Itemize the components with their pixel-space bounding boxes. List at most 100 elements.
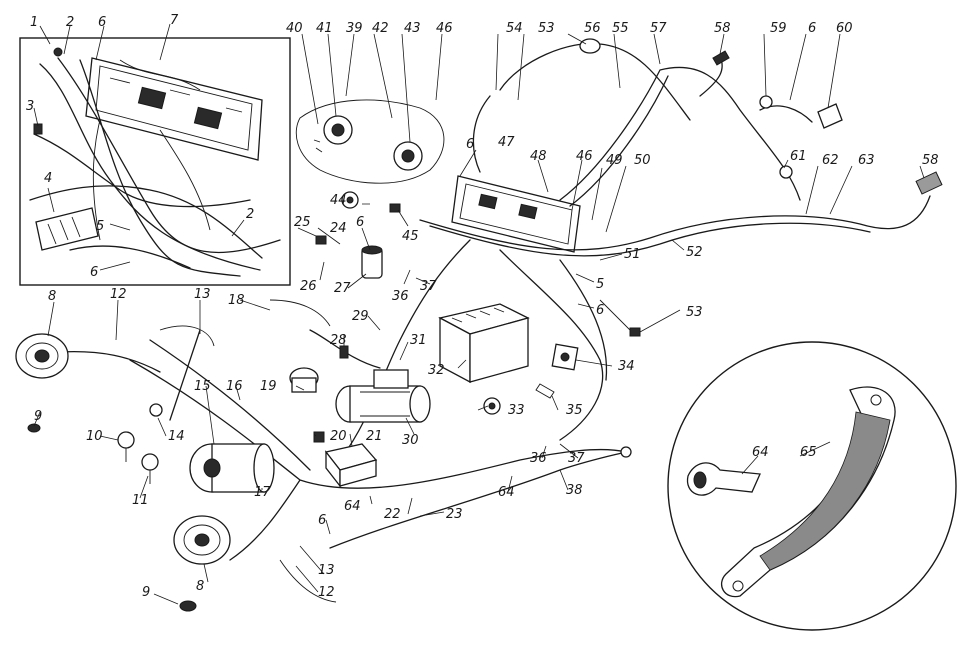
part-labels: 1 2 6 7 3 4 5 2 6 40 41 39 42 43 46 54 5… [26, 13, 939, 600]
label-5: 5 [596, 277, 604, 292]
label-37: 37 [420, 279, 437, 294]
label-9: 9 [142, 585, 150, 600]
small-components [27, 38, 943, 612]
label-15: 15 [194, 379, 211, 394]
label-47: 47 [498, 135, 515, 150]
ground-strap-detail [667, 341, 957, 631]
label-64: 64 [344, 499, 361, 514]
label-6: 6 [90, 265, 98, 280]
label-10: 10 [86, 429, 103, 444]
label-33: 33 [508, 403, 525, 418]
label-48: 48 [530, 149, 547, 164]
label-31: 31 [410, 333, 427, 348]
label-37: 37 [568, 451, 585, 466]
horn [189, 443, 275, 493]
label-12: 12 [318, 585, 335, 600]
label-22: 22 [384, 507, 401, 522]
label-58: 58 [714, 21, 731, 36]
label-62: 62 [822, 153, 839, 168]
headlamp-left [15, 333, 69, 379]
label-53: 53 [538, 21, 555, 36]
gauge-assembly [295, 99, 445, 184]
label-46: 46 [436, 21, 453, 36]
battery [438, 303, 530, 384]
label-17: 17 [254, 485, 271, 500]
label-5: 5 [96, 219, 104, 234]
lamp-58b [915, 171, 943, 195]
label-43: 43 [404, 21, 421, 36]
label-38: 38 [566, 483, 583, 498]
label-40: 40 [286, 21, 303, 36]
label-11: 11 [132, 493, 149, 508]
label-6: 6 [356, 215, 364, 230]
label-14: 14 [168, 429, 185, 444]
label-3: 3 [26, 99, 34, 114]
label-19: 19 [260, 379, 277, 394]
instrument-panel [451, 175, 581, 253]
label-53: 53 [686, 305, 703, 320]
label-25: 25 [294, 215, 311, 230]
label-6: 6 [466, 137, 474, 152]
label-61: 61 [790, 149, 807, 164]
starter-motor [335, 369, 431, 423]
distributor [289, 367, 319, 393]
label-26: 26 [300, 279, 317, 294]
label-23: 23 [446, 507, 463, 522]
label-6: 6 [318, 513, 326, 528]
label-1: 1 [30, 15, 38, 30]
label-6: 6 [98, 15, 106, 30]
label-52: 52 [686, 245, 703, 260]
label-36: 36 [392, 289, 409, 304]
inset-panel [19, 37, 291, 286]
label-20: 20 [330, 429, 347, 444]
label-64: 64 [498, 485, 515, 500]
voltage-regulator [324, 443, 378, 488]
label-51: 51 [624, 247, 641, 262]
label-2: 2 [66, 15, 74, 30]
label-32: 32 [428, 363, 445, 378]
label-7: 7 [170, 13, 179, 28]
ignition-coil [361, 245, 383, 279]
label-41: 41 [316, 21, 333, 36]
label-46: 46 [576, 149, 593, 164]
label-13: 13 [194, 287, 211, 302]
label-6: 6 [808, 21, 816, 36]
relay [551, 343, 579, 371]
label-54: 54 [506, 21, 523, 36]
label-24: 24 [330, 221, 347, 236]
lamp-59 [759, 95, 773, 109]
label-30: 30 [402, 433, 419, 448]
inset-fuse-box [35, 207, 99, 251]
label-44: 44 [330, 193, 347, 208]
lamp-11 [141, 453, 159, 471]
label-36: 36 [530, 451, 547, 466]
label-2: 2 [246, 207, 254, 222]
label-39: 39 [346, 21, 363, 36]
harness-wires [59, 42, 931, 603]
label-9: 9 [34, 409, 42, 424]
label-29: 29 [352, 309, 369, 324]
label-21: 21 [366, 429, 383, 444]
leader-lines [33, 23, 925, 605]
lamp-10 [117, 431, 135, 449]
label-59: 59 [770, 21, 787, 36]
switch-61 [779, 165, 793, 179]
label-18: 18 [228, 293, 245, 308]
label-6: 6 [596, 303, 604, 318]
label-56: 56 [584, 21, 601, 36]
label-63: 63 [858, 153, 875, 168]
inset-instrument-panel [85, 57, 263, 161]
label-64: 64 [752, 445, 769, 460]
label-8: 8 [196, 579, 204, 594]
label-8: 8 [48, 289, 56, 304]
label-35: 35 [566, 403, 583, 418]
label-45: 45 [402, 229, 419, 244]
label-58: 58 [922, 153, 939, 168]
label-27: 27 [334, 281, 351, 296]
label-13: 13 [318, 563, 335, 578]
label-55: 55 [612, 21, 629, 36]
label-16: 16 [226, 379, 243, 394]
label-57: 57 [650, 21, 667, 36]
label-28: 28 [330, 333, 347, 348]
